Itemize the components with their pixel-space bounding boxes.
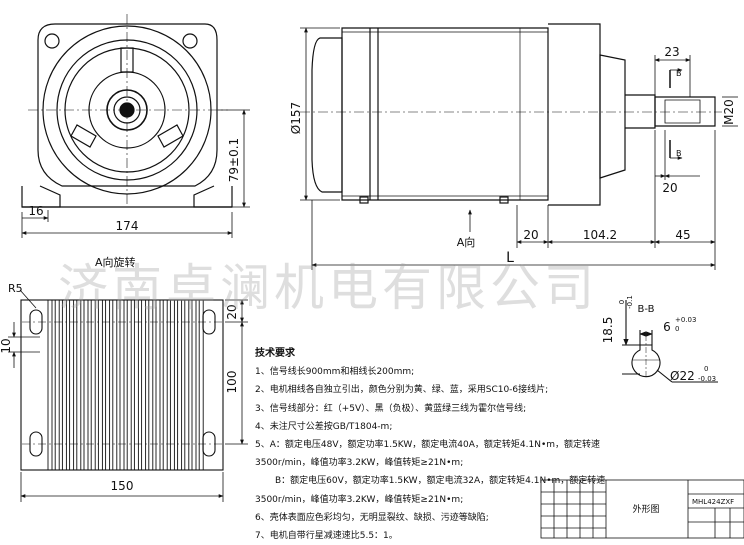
- note-item: 1、信号线长900mm和相线长200mm;: [255, 367, 415, 378]
- key-width-tol-up: +0.03: [675, 316, 696, 324]
- note-item: 6、壳体表面应色彩均匀，无明显裂纹、缺损、污迹等缺陷;: [255, 512, 489, 523]
- section-title: B-B: [638, 304, 655, 315]
- drawing-code: MHL424ZXF: [692, 498, 734, 506]
- note-item: 5、A：额定电压48V，额定功率1.5KW，额定电流40A，额定转矩4.1N•m…: [255, 440, 601, 451]
- note-item: 7、电机自带行星减速速比5.5：1。: [255, 531, 398, 542]
- section-mark-top: B: [676, 69, 682, 78]
- title-block: [540, 479, 744, 539]
- technical-requirements: 技术要求 1、信号线长900mm和相线长200mm; 2、电机相线各自独立引出，…: [255, 345, 645, 545]
- key-length-dim: 23: [664, 45, 679, 59]
- heatsink-fin: [47, 299, 53, 471]
- side-dimensions: [300, 27, 738, 270]
- dim-c: 45: [675, 228, 690, 242]
- body-diameter-dim: Ø157: [289, 102, 303, 134]
- front-view: [21, 14, 233, 208]
- heatsink-fin: [126, 299, 132, 471]
- thread-dim: M20: [722, 99, 736, 125]
- dim-a: 20: [523, 228, 538, 242]
- note-item: 3500r/min，峰值功率3.2KW，峰值转矩≥21N•m;: [255, 458, 464, 469]
- section-view: [622, 300, 718, 383]
- heatsink-fin: [169, 299, 175, 471]
- slot-pitch-dim: 100: [225, 371, 239, 394]
- note-item: B：额定电压60V，额定功率1.5KW，额定电流32A，额定转矩4.1N•m，额…: [275, 476, 606, 487]
- foot-height-dim: 16: [28, 204, 43, 218]
- heatsink-fin: [119, 299, 125, 471]
- heatsink-fin: [97, 299, 103, 471]
- section-depth-dim: 18.5: [601, 317, 615, 344]
- heatsink-fin: [191, 299, 197, 471]
- heatsink-fin: [133, 299, 139, 471]
- heatsink-fin: [177, 299, 183, 471]
- view-a-label: A向旋转: [95, 255, 136, 269]
- center-height-dim: 79±0.1: [227, 138, 241, 182]
- shaft-diameter-tol-up: 0: [704, 365, 708, 373]
- base-width-dim: 150: [111, 479, 134, 493]
- key-offset-dim: 20: [662, 181, 677, 195]
- drawing-name: 外形图: [632, 503, 659, 515]
- note-item: 3、信号线部分：红（+5V）、黑（负极）、黄蓝绿三线为霍尔信号线;: [255, 403, 527, 414]
- section-mark-bottom: B: [676, 149, 682, 158]
- notes-title: 技术要求: [255, 348, 295, 359]
- total-length-label: L: [506, 250, 514, 266]
- direction-a-label: A向: [457, 235, 476, 249]
- heatsink-fin: [105, 299, 111, 471]
- note-item: 2、电机相线各自独立引出，颜色分别为黄、绿、蓝，采用SC10-6接线片;: [255, 385, 549, 396]
- dim-b: 104.2: [583, 228, 617, 242]
- heatsink-fin: [198, 299, 204, 471]
- front-width-dim: 174: [116, 219, 139, 233]
- side-view: [300, 23, 722, 206]
- heatsink-fin: [54, 299, 60, 471]
- bottom-dimensions: [8, 289, 248, 502]
- bottom-view: [20, 299, 224, 471]
- heatsink-fin: [90, 299, 96, 471]
- slot-offset-dim: 10: [0, 338, 13, 353]
- heatsink-fin: [112, 299, 118, 471]
- key-width-dim: 6: [663, 320, 671, 334]
- note-item: 4、未注尺寸公差按GB/T1804-m;: [255, 421, 393, 432]
- heatsink-fin: [141, 299, 147, 471]
- section-depth-tol-up: 0: [618, 300, 626, 304]
- heatsink-fin: [61, 299, 67, 471]
- key-width-tol-dn: 0: [675, 325, 679, 333]
- section-depth-tol-dn: -0.1: [626, 295, 634, 309]
- heatsink-fin: [148, 299, 154, 471]
- heatsink-fin: [162, 299, 168, 471]
- heatsink-fin: [184, 299, 190, 471]
- shaft-diameter-tol-dn: -0.03: [698, 375, 716, 383]
- heatsink-fin: [69, 299, 75, 471]
- heatsink-fin: [155, 299, 161, 471]
- front-dimensions: [21, 109, 250, 238]
- corner-radius-dim: R5: [8, 282, 23, 295]
- slot-top-dim: 20: [225, 304, 239, 319]
- heatsink-fin: [76, 299, 82, 471]
- note-item: 3500r/min，峰值功率3.2KW，峰值转矩≥21N•m;: [255, 494, 464, 505]
- shaft-diameter-dim: Ø22: [670, 369, 695, 383]
- heatsink-fin: [83, 299, 89, 471]
